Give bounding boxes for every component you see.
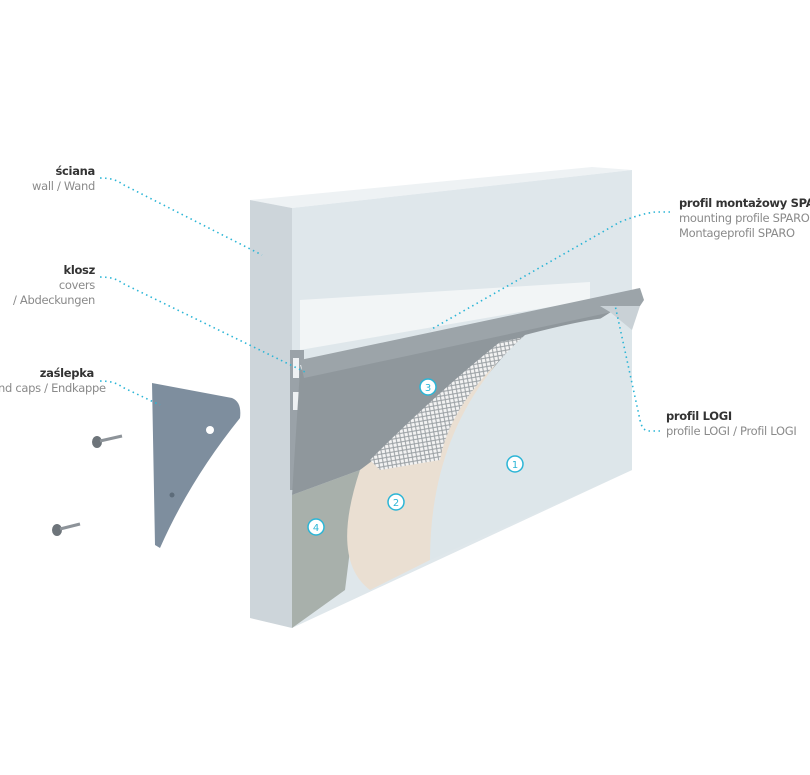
end-cap — [152, 383, 241, 548]
label-logi: profil LOGI profile LOGI / Profil LOGI — [666, 409, 797, 438]
label-endcaps: zaślepka nd caps / Endkappe — [0, 366, 106, 395]
layer-4 — [292, 470, 360, 628]
label-covers: klosz covers / Abdeckungen — [12, 263, 95, 307]
layer-2 — [347, 335, 520, 590]
leader-lines — [99, 177, 670, 432]
logi-profile-bar — [300, 288, 644, 378]
marker-2: 2 — [393, 498, 399, 509]
label-wall: ściana wall / Wand — [32, 164, 95, 193]
layer-1 — [430, 317, 632, 560]
marker-circles — [307, 378, 524, 536]
screw — [92, 434, 123, 448]
screw — [52, 522, 81, 536]
marker-4: 4 — [313, 523, 319, 534]
logi-shadow — [600, 306, 640, 330]
label-sparo: profil montażowy SPARO mounting profile … — [679, 196, 810, 240]
marker-3: 3 — [425, 383, 431, 394]
marker-1: 1 — [512, 460, 518, 471]
layer-3 — [370, 337, 525, 470]
